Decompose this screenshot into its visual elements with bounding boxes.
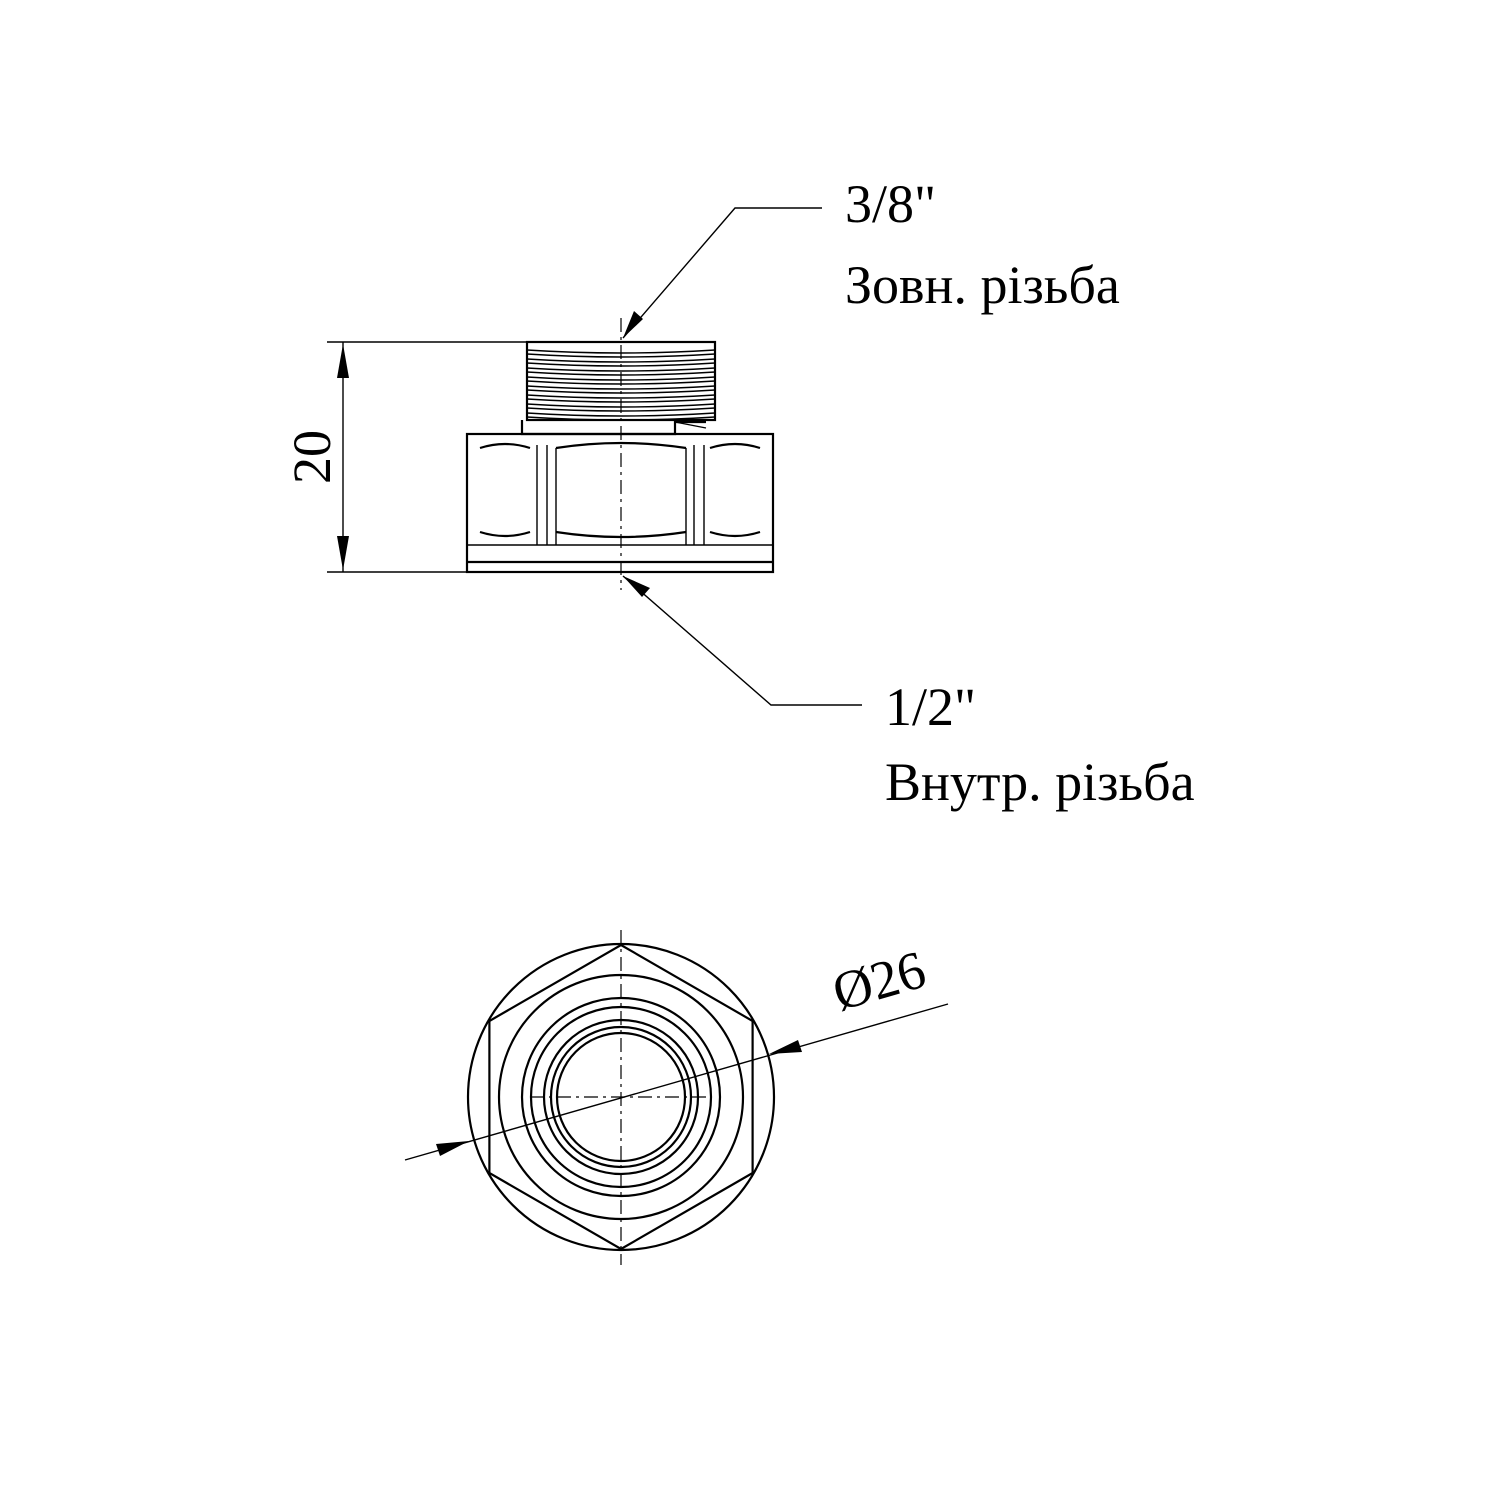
height-dimension: 20	[282, 341, 527, 573]
female-thread-note: Внутр. різьба	[885, 752, 1195, 812]
collar	[520, 420, 707, 436]
front-view: 20 3/8" Зовн. різьба 1/2" Внутр. різьба	[282, 174, 1195, 812]
thread-line	[526, 358, 716, 363]
female-thread-leader: 1/2" Внутр. різьба	[622, 575, 1195, 812]
female-thread-size: 1/2"	[885, 677, 976, 737]
end-view: Ø26	[404, 930, 949, 1265]
male-thread-note: Зовн. різьба	[845, 255, 1120, 315]
male-thread-size: 3/8"	[845, 174, 936, 234]
height-dim-label: 20	[282, 430, 342, 484]
thread-line	[526, 394, 716, 399]
hex-body	[465, 432, 775, 574]
male-thread-leader: 3/8" Зовн. різьба	[622, 174, 1120, 339]
thread-line	[526, 412, 716, 417]
diameter-dim-label: Ø26	[826, 939, 932, 1022]
thread-line	[526, 367, 716, 372]
thread-line	[526, 385, 716, 390]
